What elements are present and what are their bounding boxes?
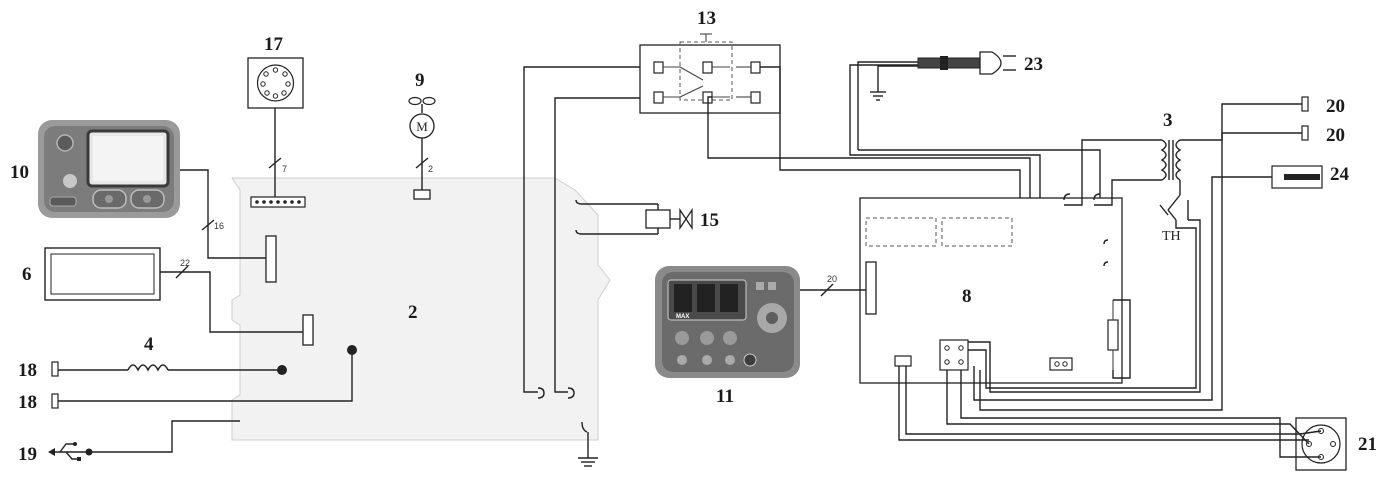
svg-text:MAX: MAX bbox=[676, 314, 689, 320]
bus-count-22: 22 bbox=[180, 258, 190, 268]
label-18-top: 18 bbox=[18, 360, 37, 381]
label-21: 21 bbox=[1358, 434, 1377, 455]
power-board-8 bbox=[859, 193, 1123, 384]
label-9: 9 bbox=[415, 70, 425, 91]
terminal-18-top bbox=[51, 361, 59, 377]
connector-motor-9 bbox=[413, 189, 431, 200]
control-panel-10 bbox=[38, 120, 180, 218]
display-6 bbox=[44, 247, 161, 301]
label-10: 10 bbox=[10, 162, 29, 183]
label-19: 19 bbox=[18, 444, 37, 465]
thermal-switch-icon bbox=[1159, 194, 1189, 221]
label-13: 13 bbox=[697, 8, 716, 29]
usb-icon bbox=[48, 442, 93, 461]
bus-count-7: 7 bbox=[282, 164, 287, 174]
label-11: 11 bbox=[716, 386, 734, 407]
bus-count-2: 2 bbox=[428, 164, 433, 174]
label-20-bottom: 20 bbox=[1326, 125, 1345, 146]
plug-23 bbox=[917, 51, 1016, 75]
heater-24 bbox=[1271, 165, 1323, 189]
valve-icon bbox=[679, 207, 693, 231]
label-24: 24 bbox=[1330, 164, 1350, 185]
label-4: 4 bbox=[144, 334, 154, 355]
terminal-20-top bbox=[1301, 96, 1309, 112]
connector-21 bbox=[1295, 417, 1347, 471]
terminal-20-bottom bbox=[1301, 125, 1309, 141]
transformer-icon bbox=[1160, 139, 1182, 181]
socket-17 bbox=[247, 57, 304, 109]
switch-13 bbox=[639, 33, 781, 114]
bus-count-16: 16 bbox=[214, 221, 224, 231]
main-board-2 bbox=[231, 177, 611, 441]
label-23: 23 bbox=[1024, 54, 1043, 75]
label-20-top: 20 bbox=[1326, 96, 1345, 117]
ground-icon bbox=[578, 421, 598, 467]
label-6: 6 bbox=[22, 264, 32, 285]
terminal-18-bottom bbox=[51, 393, 59, 409]
bus-count-20: 20 bbox=[827, 274, 837, 284]
valve-15 bbox=[575, 199, 693, 235]
label-3: 3 bbox=[1163, 110, 1173, 131]
ground-icon-mains bbox=[870, 91, 886, 101]
motor-icon: M bbox=[416, 119, 428, 134]
label-17: 17 bbox=[264, 34, 284, 55]
connector-strip-17 bbox=[250, 196, 306, 208]
connector-display-6 bbox=[302, 314, 314, 346]
label-8: 8 bbox=[962, 286, 972, 307]
controller-11: MAX bbox=[655, 266, 800, 378]
label-2: 2 bbox=[408, 302, 418, 323]
label-15: 15 bbox=[700, 210, 719, 231]
inductor-icon bbox=[127, 364, 169, 372]
motor-fan-9: M bbox=[408, 96, 436, 139]
label-18-bottom: 18 bbox=[18, 392, 37, 413]
connector-display-10 bbox=[265, 235, 277, 283]
label-th: TH bbox=[1162, 229, 1181, 244]
